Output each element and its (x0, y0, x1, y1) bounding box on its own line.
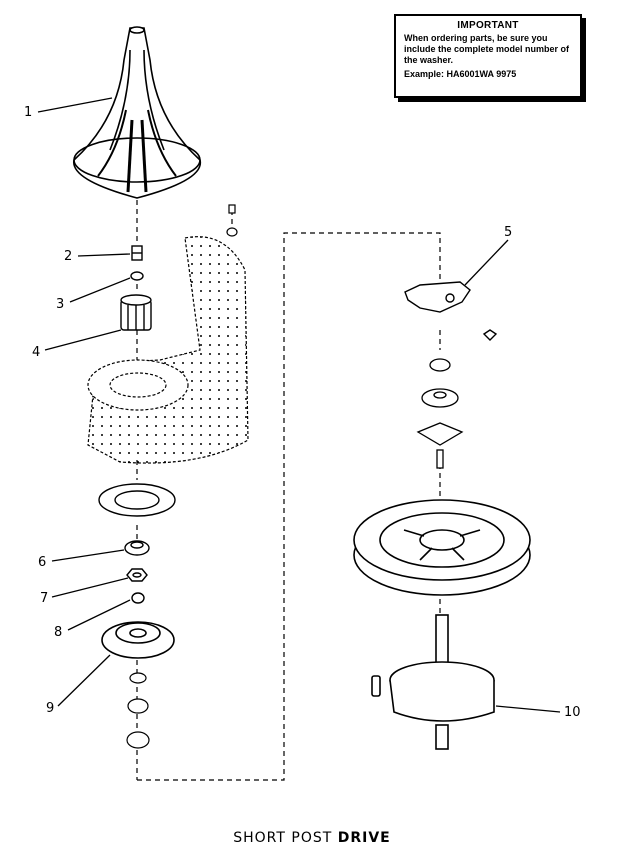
agitator (73, 26, 202, 199)
note-title: IMPORTANT (457, 20, 519, 31)
diagram-caption: SHORT POST DRIVE (0, 830, 624, 846)
callout-3: 3 (56, 297, 64, 312)
callout-8: 8 (54, 625, 62, 640)
washer-small (130, 271, 144, 281)
lock-washer (131, 592, 145, 604)
drive-parts (416, 358, 464, 469)
note-example: Example: HA6001WA 9975 (404, 69, 517, 79)
callout-4: 4 (32, 345, 40, 360)
callout-9: 9 (46, 701, 54, 716)
leader-lines (37, 97, 561, 713)
agitator-coupling (120, 294, 152, 331)
bracket (404, 281, 498, 341)
nut (126, 568, 148, 582)
cap-screw (131, 245, 143, 261)
callout-2: 2 (64, 249, 72, 264)
callout-5: 5 (504, 225, 512, 240)
caption-part2: DRIVE (337, 830, 391, 846)
transmission (371, 614, 495, 750)
note-body: When ordering parts, be sure you include… (404, 33, 570, 65)
callout-6: 6 (38, 555, 46, 570)
callout-10: 10 (564, 705, 581, 720)
hub-assembly (101, 621, 175, 659)
seal (124, 540, 150, 556)
important-note: IMPORTANT When ordering parts, be sure y… (394, 14, 582, 98)
callout-1: 1 (24, 105, 32, 120)
drive-pulley (353, 499, 531, 596)
lower-washers (126, 672, 150, 749)
bolt-top (226, 204, 238, 237)
wash-tub (87, 236, 249, 464)
callout-7: 7 (40, 591, 48, 606)
caption-part1: SHORT POST (233, 830, 333, 846)
gasket (98, 483, 176, 517)
